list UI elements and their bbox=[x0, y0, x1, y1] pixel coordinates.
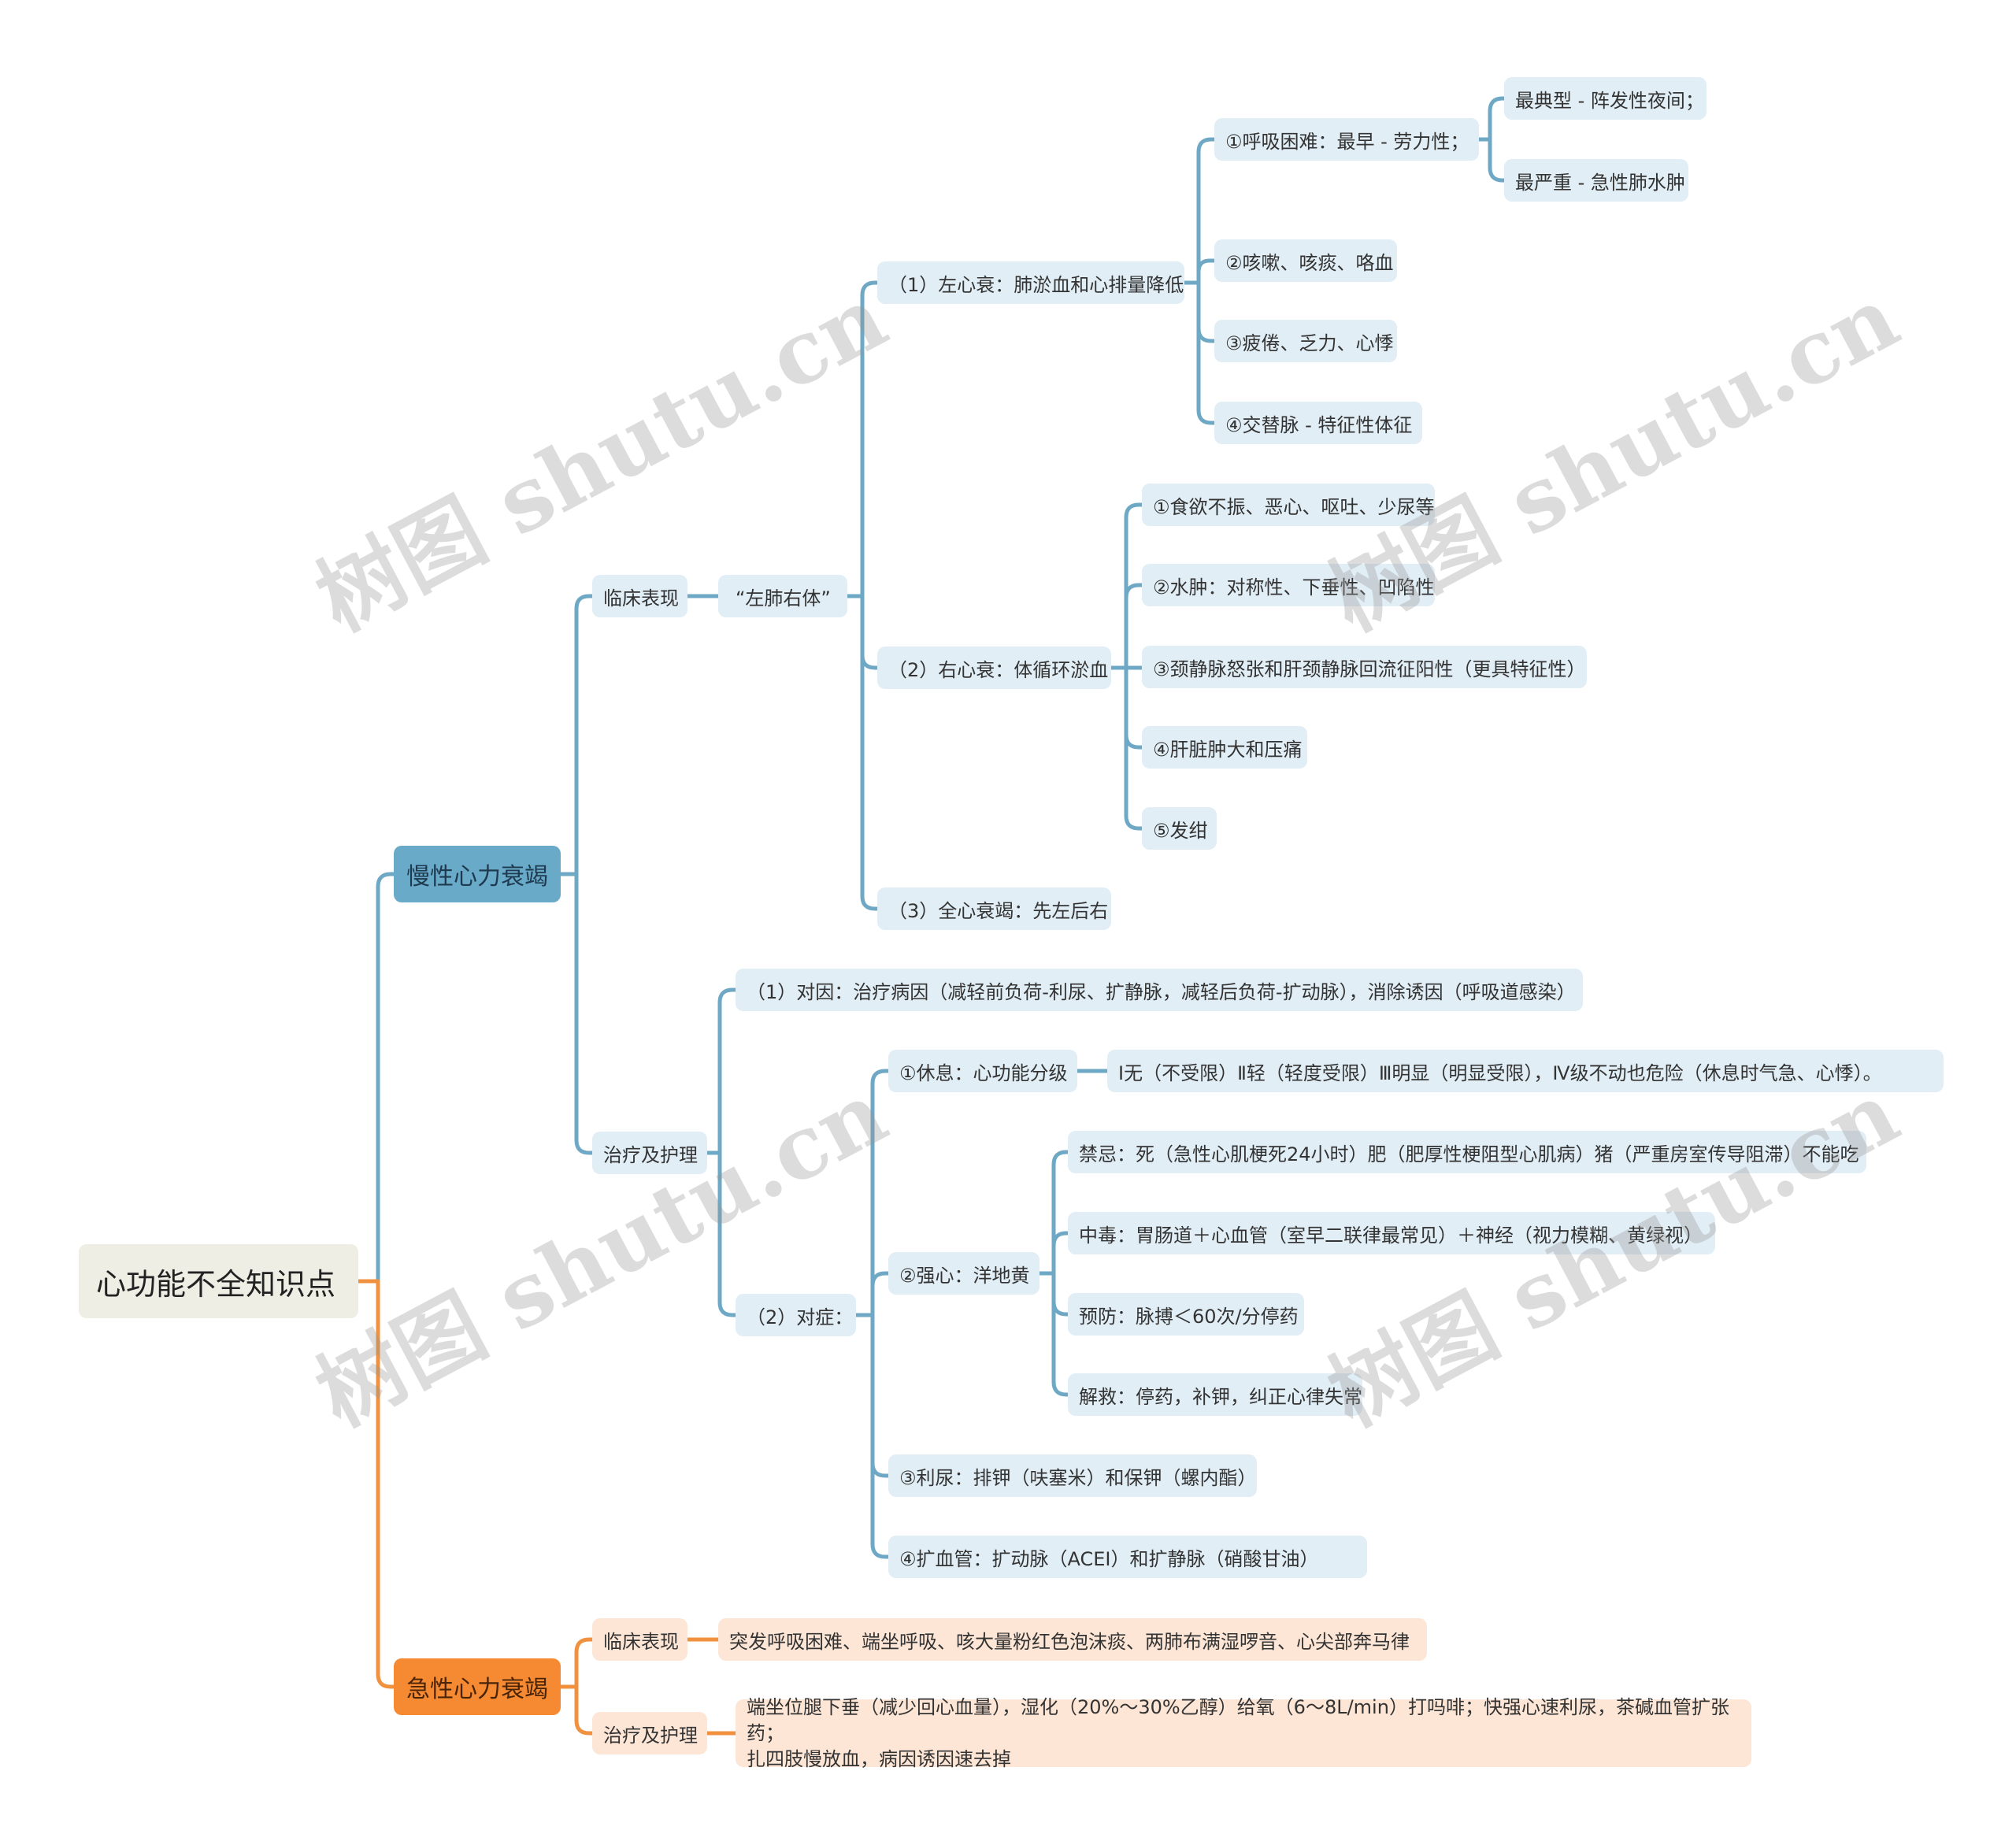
digitalis-contraindication-node[interactable]: 禁忌：死（急性心肌梗死24小时）肥（肥厚性梗阻型心肌病）猪（严重房室传导阻滞）不… bbox=[1068, 1131, 1866, 1173]
rhf-edema-node[interactable]: ②水肿：对称性、下垂性、凹陷性 bbox=[1142, 564, 1435, 606]
branch-acute-heart-failure[interactable]: 急性心力衰竭 bbox=[394, 1658, 561, 1715]
lhf-cough-node[interactable]: ②咳嗽、咳痰、咯血 bbox=[1214, 239, 1397, 282]
acute-clinical-text-node[interactable]: 突发呼吸困难、端坐呼吸、咳大量粉红色泡沫痰、两肺布满湿啰音、心尖部奔马律 bbox=[718, 1618, 1427, 1661]
whole-heart-failure-node[interactable]: （3）全心衰竭：先左后右 bbox=[877, 887, 1111, 930]
acute-treatment-line-1: 端坐位腿下垂（减少回心血量），湿化（20%～30%乙醇）给氧（6～8L/min）… bbox=[747, 1695, 1729, 1744]
treat-symptom-node[interactable]: （2）对症： bbox=[736, 1294, 856, 1336]
symptom-vasodilator-node[interactable]: ④扩血管：扩动脉（ACEI）和扩静脉（硝酸甘油） bbox=[888, 1536, 1367, 1578]
symptom-cardiotonic-node[interactable]: ②强心：洋地黄 bbox=[888, 1252, 1040, 1295]
link-acute-clinical bbox=[558, 1637, 595, 1689]
link-root-chronic bbox=[356, 872, 396, 1284]
lhf-dyspnea-typical-node[interactable]: 最典型 - 阵发性夜间； bbox=[1504, 77, 1707, 120]
link-t2-s2 bbox=[854, 1271, 891, 1317]
acute-clinical-node[interactable]: 临床表现 bbox=[592, 1618, 687, 1661]
acute-treatment-node[interactable]: 治疗及护理 bbox=[592, 1712, 707, 1754]
link-leftlung-lhf bbox=[845, 280, 880, 598]
link-chronic-clinical bbox=[558, 594, 595, 876]
treat-cause-node[interactable]: （1）对因：治疗病因（减轻前负荷-利尿、扩静脉，减轻后负荷-扩动脉），消除诱因（… bbox=[736, 969, 1583, 1011]
acute-treatment-line-2: 扎四肢慢放血，病因诱因速去掉 bbox=[747, 1747, 1011, 1770]
lhf-dyspnea-node[interactable]: ①呼吸困难：最早 - 劳力性； bbox=[1214, 118, 1479, 161]
link-rhf-r2 bbox=[1109, 583, 1144, 670]
root-node[interactable]: 心功能不全知识点 bbox=[79, 1244, 358, 1318]
chronic-treatment-node[interactable]: 治疗及护理 bbox=[592, 1132, 707, 1174]
link-l1-l1a bbox=[1477, 96, 1506, 142]
acute-treatment-text-node[interactable]: 端坐位腿下垂（减少回心血量），湿化（20%～30%乙醇）给氧（6～8L/min）… bbox=[736, 1696, 1751, 1770]
rhf-jugular-node[interactable]: ③颈静脉怒张和肝颈静脉回流征阳性（更具特征性） bbox=[1142, 646, 1587, 688]
link-t2-s4 bbox=[854, 1313, 891, 1559]
digitalis-toxicity-node[interactable]: 中毒：胃肠道＋心血管（室早二联律最常见）＋神经（视力模糊、黄绿视） bbox=[1068, 1212, 1715, 1254]
left-heart-failure-node[interactable]: （1）左心衰：肺淤血和心排量降低 bbox=[877, 261, 1184, 304]
rhf-appetite-node[interactable]: ①食欲不振、恶心、呕吐、少尿等 bbox=[1142, 484, 1435, 526]
lhf-fatigue-node[interactable]: ③疲倦、乏力、心悸 bbox=[1214, 320, 1397, 362]
link-rhf-r1 bbox=[1109, 502, 1144, 670]
link-s2-s2b bbox=[1037, 1231, 1070, 1276]
link-l1-l1b bbox=[1477, 137, 1506, 183]
link-root-acute bbox=[356, 1279, 396, 1689]
link-acute-treatment bbox=[558, 1684, 595, 1736]
right-heart-failure-node[interactable]: （2）右心衰：体循环淤血 bbox=[877, 647, 1111, 689]
digitalis-prevention-node[interactable]: 预防：脉搏＜60次/分停药 bbox=[1068, 1293, 1304, 1336]
link-lhf-l1 bbox=[1182, 137, 1217, 285]
lhf-pulse-node[interactable]: ④交替脉 - 特征性体征 bbox=[1214, 402, 1422, 444]
rest-grading-node[interactable]: Ⅰ无（不受限）Ⅱ轻（轻度受限）Ⅲ明显（明显受限），Ⅳ级不动也危险（休息时气急、心… bbox=[1107, 1050, 1944, 1092]
link-leftlung-whf bbox=[845, 594, 880, 911]
branch-chronic-heart-failure[interactable]: 慢性心力衰竭 bbox=[394, 846, 561, 902]
rhf-liver-node[interactable]: ④肝脏肿大和压痛 bbox=[1142, 726, 1307, 769]
link-treat-t1 bbox=[705, 987, 738, 1155]
left-lung-right-body-node[interactable]: “左肺右体” bbox=[718, 575, 847, 617]
link-chronic-treatment bbox=[558, 872, 595, 1155]
chronic-clinical-node[interactable]: 临床表现 bbox=[592, 575, 687, 617]
link-s2-s2d bbox=[1037, 1271, 1070, 1397]
symptom-rest-node[interactable]: ①休息：心功能分级 bbox=[888, 1050, 1077, 1092]
link-rhf-r5 bbox=[1109, 665, 1144, 831]
symptom-diuretic-node[interactable]: ③利尿：排钾（呋塞米）和保钾（螺内酯） bbox=[888, 1454, 1257, 1497]
link-treat-t2 bbox=[705, 1150, 738, 1317]
link-lhf-l2 bbox=[1182, 258, 1217, 285]
link-lhf-l4 bbox=[1182, 280, 1217, 425]
lhf-dyspnea-severe-node[interactable]: 最严重 - 急性肺水肿 bbox=[1504, 159, 1688, 202]
rhf-cyanosis-node[interactable]: ⑤发绀 bbox=[1142, 807, 1217, 850]
digitalis-rescue-node[interactable]: 解救：停药，补钾，纠正心律失常 bbox=[1068, 1373, 1362, 1416]
link-t2-s1 bbox=[854, 1069, 891, 1317]
link-s2-s2a bbox=[1037, 1150, 1070, 1276]
